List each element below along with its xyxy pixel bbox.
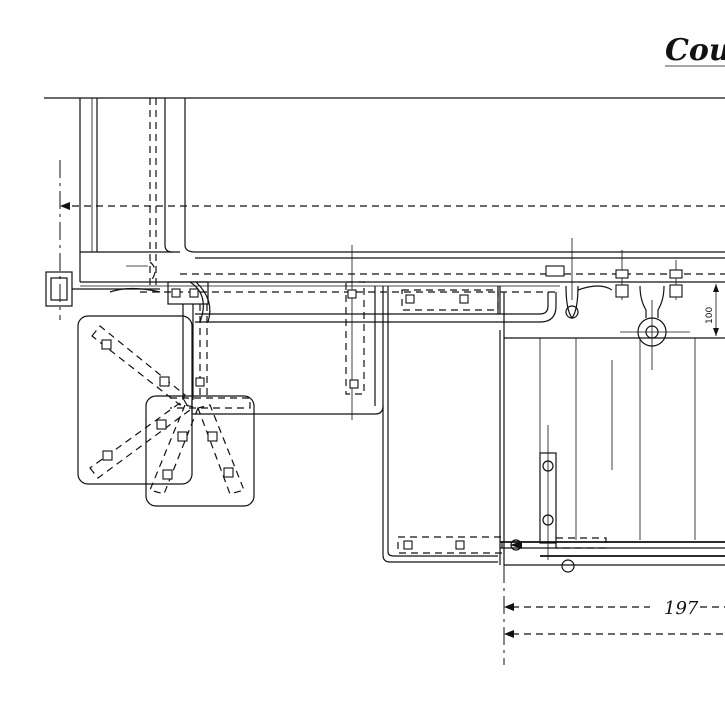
drawing-title: Cou <box>665 33 725 68</box>
column-joint <box>149 261 211 323</box>
length-label: 197 <box>664 598 699 619</box>
fan-arms-left <box>89 325 191 479</box>
left-panel <box>77 315 193 485</box>
rail-bracket <box>401 289 499 311</box>
center-panel <box>145 395 255 507</box>
vertical-lever <box>510 425 557 560</box>
height-label: 100 <box>705 307 715 324</box>
vertical-stem <box>182 304 208 400</box>
rail-hardware <box>545 238 683 320</box>
center-arrow-left <box>60 202 70 210</box>
fan-arms-center <box>149 397 251 495</box>
right-structure <box>499 292 725 565</box>
left-post <box>79 98 180 282</box>
round-eye-hanger <box>620 285 690 370</box>
vertical-column <box>149 98 725 285</box>
middle-hanger <box>191 245 384 420</box>
length-dimension: 197 <box>504 598 725 638</box>
left-bracket <box>45 271 161 307</box>
height-dimension: 100 <box>700 281 725 336</box>
lower-rails <box>500 537 725 573</box>
lower-frame <box>382 286 503 563</box>
cross-bar <box>195 286 557 323</box>
